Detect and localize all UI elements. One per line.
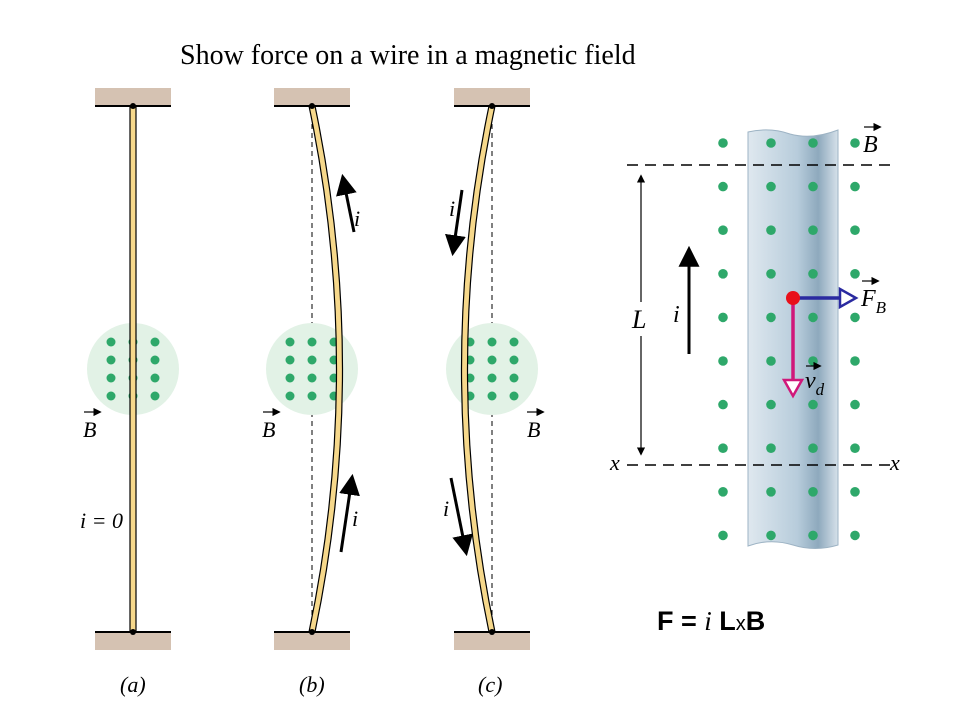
field-dot	[766, 269, 776, 279]
top-support	[95, 88, 171, 106]
field-dot	[718, 487, 728, 497]
current-arrow	[445, 189, 466, 257]
top-support	[454, 88, 530, 106]
field-region	[446, 323, 538, 415]
formula-current: i	[704, 606, 712, 636]
field-dot	[766, 530, 776, 541]
field-dot	[718, 356, 728, 366]
field-symbol: B	[863, 132, 878, 158]
wire-pin	[130, 629, 136, 635]
field-dot	[808, 181, 818, 192]
field-dot	[850, 443, 860, 454]
magnetic-force-arrowhead	[838, 286, 859, 310]
field-dot	[808, 356, 818, 366]
field-region	[266, 323, 358, 415]
field-dot	[850, 138, 860, 148]
field-dot	[766, 399, 776, 410]
panel-b: i i B (b)	[262, 88, 360, 697]
field-dot	[850, 399, 860, 410]
panel-label: (c)	[478, 672, 502, 697]
panel-c: i i B (c)	[443, 88, 545, 697]
field-dot	[850, 312, 860, 323]
field-dot	[850, 181, 860, 192]
field-dot	[718, 312, 728, 323]
panel-label: (b)	[299, 672, 325, 697]
field-dot	[718, 225, 728, 235]
field-dot	[850, 225, 860, 235]
bottom-support	[454, 632, 530, 650]
field-dot	[808, 312, 818, 323]
current-label: i = 0	[80, 508, 123, 533]
detail-view: L i x x B vd FB	[609, 122, 900, 549]
drift-velocity-arrowhead	[781, 378, 805, 399]
field-dot	[850, 356, 860, 366]
force-formula: F = i LxB	[657, 606, 765, 637]
bottom-support	[95, 632, 171, 650]
moving-charge	[786, 291, 800, 305]
formula-field: B	[745, 606, 766, 636]
field-dot	[808, 138, 818, 148]
formula-force: F	[657, 606, 674, 636]
field-dot	[850, 487, 860, 497]
panel-label: (a)	[120, 672, 146, 697]
field-dot	[766, 356, 776, 366]
field-dot	[766, 443, 776, 454]
current-symbol: i	[673, 302, 680, 328]
field-dot	[718, 530, 728, 541]
bottom-support	[274, 632, 350, 650]
wire	[129, 105, 137, 633]
field-dot	[808, 399, 818, 410]
field-dots	[465, 337, 519, 401]
field-dot	[808, 225, 818, 235]
panel-a: B i = 0 (a)	[80, 88, 179, 697]
field-dot	[850, 269, 860, 279]
field-dot	[718, 399, 728, 410]
field-dot-grid	[718, 138, 860, 541]
force-symbol: FB	[860, 286, 887, 317]
formula-cross: x	[735, 613, 746, 635]
current-symbol: i	[354, 206, 360, 231]
wire-pin	[489, 629, 495, 635]
field-dot	[808, 487, 818, 497]
field-dot	[808, 269, 818, 279]
wire-pin	[130, 103, 136, 109]
formula-equals: =	[673, 606, 705, 636]
wire-pin	[489, 103, 495, 109]
length-symbol: L	[631, 305, 646, 334]
wire-pin	[309, 103, 315, 109]
field-symbol: B	[83, 417, 96, 442]
top-support	[274, 88, 350, 106]
field-dot	[718, 138, 728, 148]
velocity-symbol: vd	[805, 368, 825, 399]
formula-length: L	[711, 606, 736, 636]
field-dot	[718, 181, 728, 192]
cut-label-right: x	[889, 450, 900, 475]
field-dot	[718, 269, 728, 279]
current-arrow	[339, 473, 360, 553]
field-dot	[718, 443, 728, 454]
field-dot	[766, 138, 776, 148]
cut-label-left: x	[609, 450, 620, 475]
current-arrow	[449, 477, 473, 557]
field-dot	[766, 225, 776, 235]
field-dot	[850, 530, 860, 541]
page-title: Show force on a wire in a magnetic field	[180, 40, 636, 71]
length-label-mask	[630, 302, 654, 336]
current-arrow	[336, 173, 357, 233]
field-dot	[808, 530, 818, 541]
field-symbol: B	[527, 417, 540, 442]
field-symbol: B	[262, 417, 275, 442]
current-symbol: i	[449, 196, 455, 221]
field-dot	[766, 487, 776, 497]
field-dot	[808, 443, 818, 454]
current-symbol: i	[443, 496, 449, 521]
wire-pin	[309, 629, 315, 635]
current-symbol: i	[352, 506, 358, 531]
field-dot	[766, 181, 776, 192]
field-dot	[766, 312, 776, 323]
